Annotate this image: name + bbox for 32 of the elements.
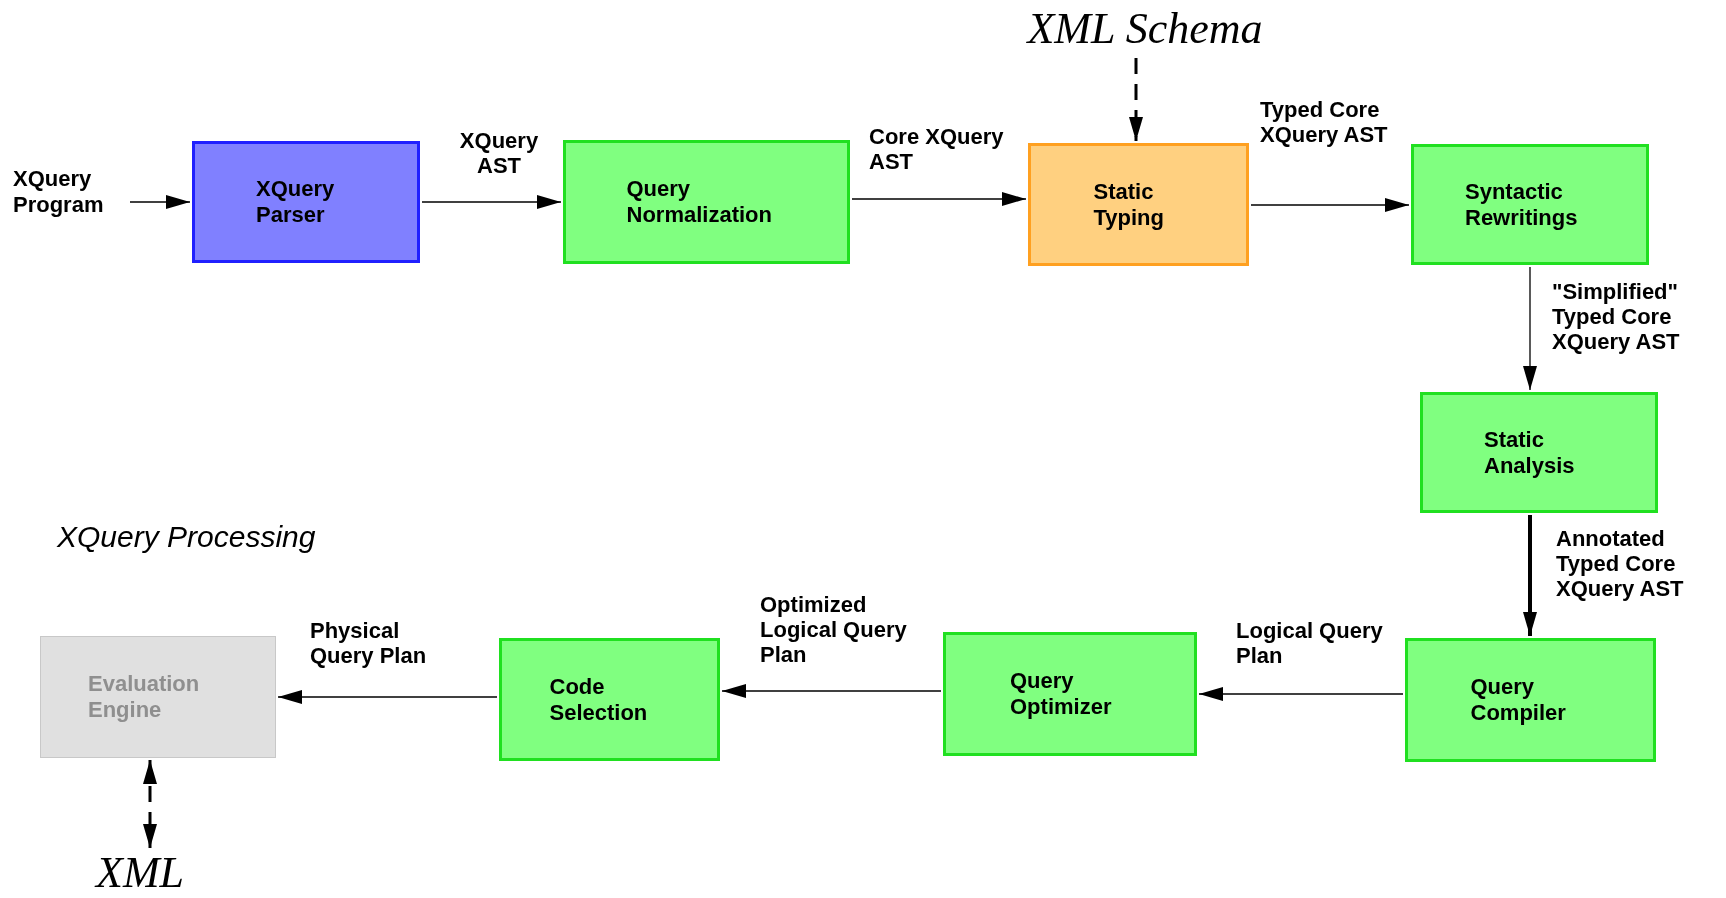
process-box: Static Analysis — [1420, 392, 1658, 513]
arrow — [851, 192, 1027, 206]
arrow — [1129, 58, 1143, 141]
edge-label: Typed Core XQuery AST — [1260, 97, 1389, 147]
edge-label: Physical Query Plan — [310, 618, 428, 668]
process-box: Query Compiler — [1405, 638, 1656, 762]
edge-label: Logical Query Plan — [1236, 618, 1384, 668]
arrow — [721, 684, 942, 698]
arrow — [1250, 198, 1410, 212]
process-box: Evaluation Engine — [40, 636, 276, 758]
arrow — [1198, 687, 1404, 701]
process-box: Query Optimizer — [943, 632, 1197, 756]
input-label: XQuery Program — [8, 162, 128, 222]
arrow — [129, 195, 191, 209]
process-box: Static Typing — [1028, 143, 1249, 266]
edge-label: Annotated Typed Core XQuery AST — [1556, 526, 1685, 601]
edge-label: Core XQuery AST — [869, 124, 1005, 174]
arrow — [1523, 515, 1537, 636]
edge-label: Optimized Logical Query Plan — [760, 592, 908, 667]
edge-label: XQuery AST — [458, 128, 540, 178]
section-label: XQuery Processing — [57, 519, 316, 555]
process-box: Query Normalization — [563, 140, 850, 264]
input-label: XML Schema — [1000, 2, 1290, 56]
process-box: Syntactic Rewritings — [1411, 144, 1649, 265]
arrow — [143, 760, 157, 848]
input-label: XML — [80, 850, 200, 896]
process-box: XQuery Parser — [192, 141, 420, 263]
process-box: Code Selection — [499, 638, 720, 761]
arrow — [277, 690, 498, 704]
arrow — [421, 195, 562, 209]
edge-label: "Simplified" Typed Core XQuery AST — [1552, 279, 1681, 354]
arrow — [1523, 266, 1537, 391]
